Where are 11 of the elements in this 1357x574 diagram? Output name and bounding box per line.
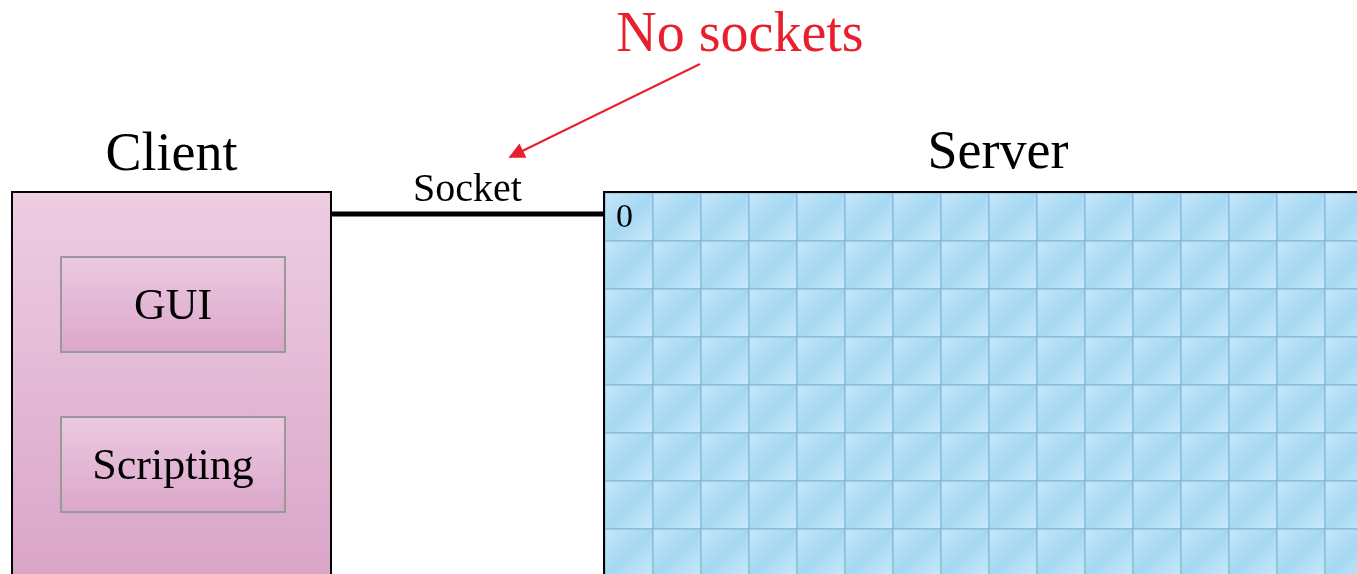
panel-title: Server	[926, 119, 1070, 181]
panel-title: Client	[104, 121, 239, 183]
module-label: Scripting	[92, 439, 254, 490]
cell-index: 0	[616, 196, 633, 236]
module-box	[60, 256, 286, 353]
edge-label: Socket	[413, 166, 522, 210]
connection-line	[332, 211, 603, 217]
module-label: GUI	[133, 279, 213, 330]
annotation-text: No sockets	[616, 1, 864, 63]
module-box	[60, 416, 286, 513]
pointer-arrow	[508, 63, 701, 158]
